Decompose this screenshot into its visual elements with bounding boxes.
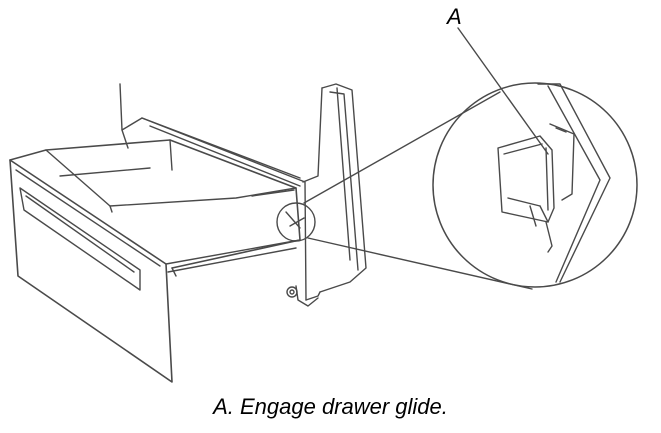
range-cabinet <box>119 83 367 307</box>
drawer <box>9 139 301 383</box>
leader-line <box>303 91 501 204</box>
figure-caption: A. Engage drawer glide. <box>213 394 448 419</box>
callout-pointer <box>457 27 549 155</box>
glide-detail-circle <box>276 202 316 242</box>
magnified-glide-inset <box>432 82 638 288</box>
callout-label-a: A <box>447 4 462 29</box>
leader-line <box>307 237 533 290</box>
drawer-installation-illustration <box>9 27 638 383</box>
